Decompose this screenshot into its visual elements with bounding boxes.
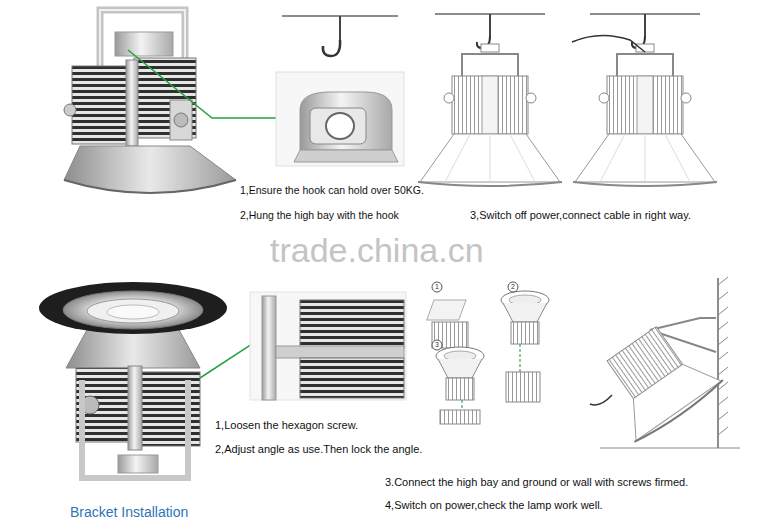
high-bay-photo	[64, 10, 236, 193]
callout-number: 1	[435, 283, 439, 291]
step-text: 3,Switch off power,connect cable in righ…	[470, 209, 691, 222]
callout-number: 2	[511, 283, 515, 291]
wired-lamp	[573, 14, 717, 186]
step-drawings	[427, 282, 549, 424]
step-text: 2,Hung the high bay with the hook	[240, 209, 399, 221]
watermark: trade.china.cn	[270, 231, 484, 270]
step-text: 1,Ensure the hook can hold over 50KG.	[240, 184, 424, 196]
step-text: 4,Switch on power,check the lamp work we…	[385, 499, 603, 512]
step-text: 1,Loosen the hexagon screw.	[215, 419, 358, 432]
leader-line	[200, 340, 258, 378]
wall-mount-drawing	[587, 277, 740, 448]
power-cable	[572, 35, 645, 52]
leader-line	[128, 50, 292, 118]
bracket-closeup	[250, 292, 406, 400]
hook-closeup	[276, 16, 404, 166]
section-heading: Bracket Installation	[70, 504, 188, 520]
hung-lamp	[418, 14, 562, 186]
callout-number: 3	[435, 341, 439, 349]
step-text: 3.Connect the high bay and ground or wal…	[385, 476, 688, 489]
step-text: 2,Adjust angle as use.Then lock the angl…	[215, 443, 422, 456]
bracket-lamp-photo	[39, 282, 227, 478]
